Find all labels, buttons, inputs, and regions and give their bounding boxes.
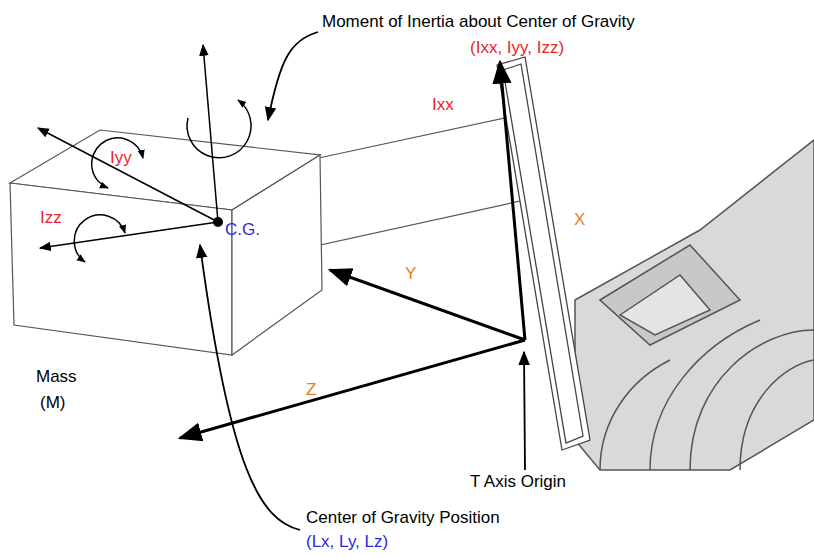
cg-position-symbols: (Lx, Ly, Lz): [306, 532, 388, 552]
t-axis-frame: [180, 62, 525, 438]
cg-axes: [38, 45, 251, 262]
axis-label: Z: [306, 380, 316, 400]
axis-label: Y: [405, 264, 416, 284]
leader-lines: [200, 32, 525, 530]
inertia-symbols: (Ixx, Iyy, Izz): [470, 38, 564, 58]
inertia-label: Ixx: [432, 95, 454, 115]
cg-position-label: Center of Gravity Position: [306, 508, 500, 528]
mass-symbol: (M): [40, 393, 65, 413]
cg-label: C.G.: [225, 220, 260, 240]
robot-arm: [575, 140, 814, 470]
title-label: Moment of Inertia about Center of Gravit…: [322, 12, 635, 32]
payload-box: [10, 130, 322, 355]
cg-dot: [213, 217, 223, 227]
inertia-label: Izz: [40, 208, 62, 228]
flange-plate: [497, 57, 590, 450]
mass-label: Mass: [36, 367, 77, 387]
origin-label: T Axis Origin: [470, 472, 566, 492]
inertia-label: Iyy: [110, 148, 132, 168]
shaft: [300, 118, 525, 245]
axis-label: X: [574, 210, 585, 230]
